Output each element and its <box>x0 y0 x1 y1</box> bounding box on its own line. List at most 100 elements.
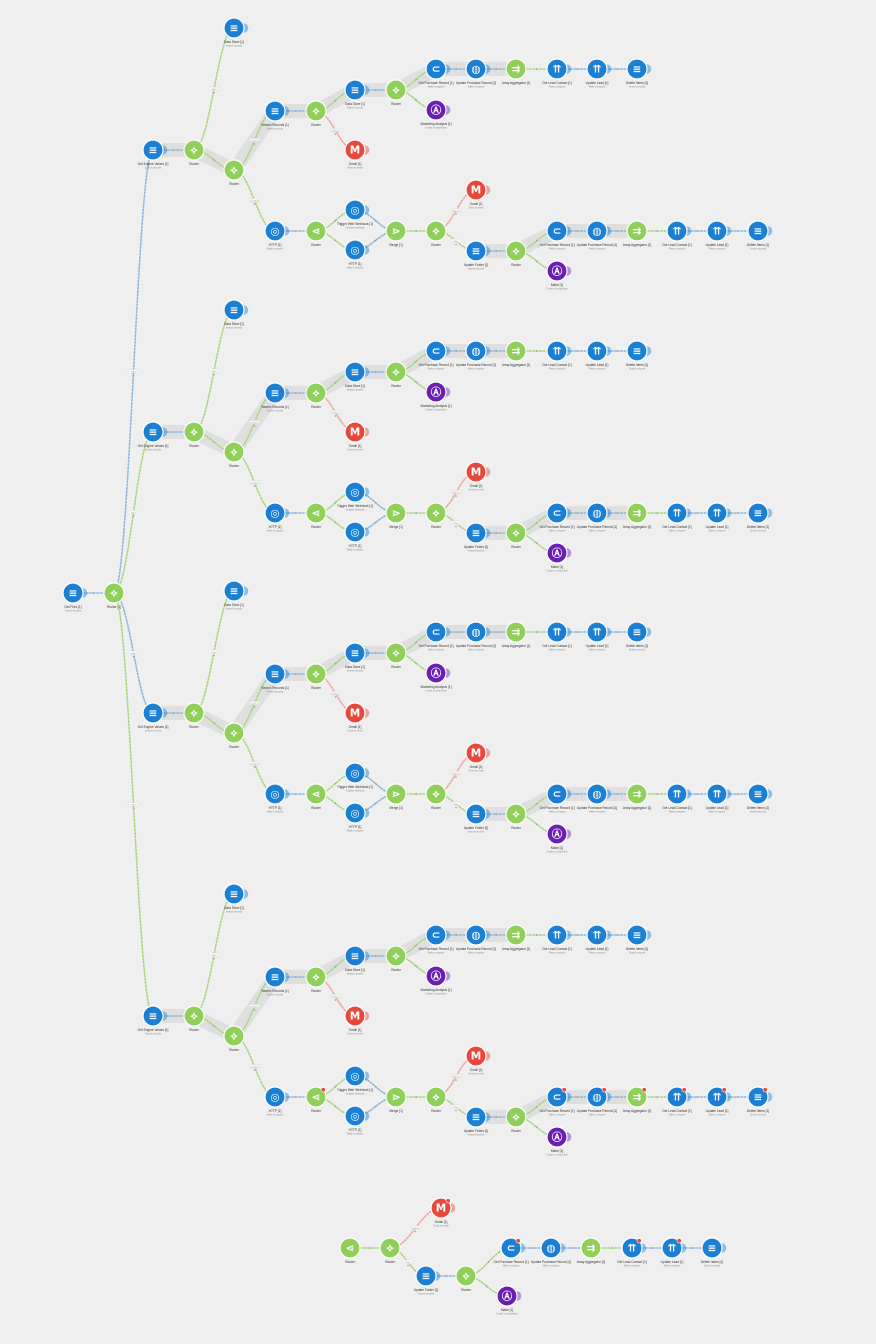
http-module-node[interactable]: ◎HTTP [1]Make a request <box>264 1086 290 1117</box>
agg-module-node[interactable]: ⇉Array Aggregator [1] <box>623 220 652 247</box>
rt-module-node[interactable]: ⟡Router <box>505 240 527 267</box>
link-settings-icon[interactable] <box>213 159 215 161</box>
link-settings-icon[interactable] <box>334 1105 337 1108</box>
ds-module-node[interactable]: ≡Data Store [1]Search records <box>223 17 249 48</box>
http-module-node[interactable]: ◎HTTP [1]Make a request <box>264 783 290 814</box>
link-settings-icon[interactable] <box>132 655 135 658</box>
link-settings-icon[interactable] <box>485 1285 488 1287</box>
link-settings-icon[interactable] <box>616 68 618 70</box>
split-module-node[interactable]: ⋖Router <box>305 220 327 247</box>
link-settings-icon[interactable] <box>213 441 215 443</box>
link-filter-label[interactable]: Condition <box>250 421 260 424</box>
link-settings-icon[interactable] <box>253 485 256 487</box>
link-settings-icon[interactable] <box>294 976 297 978</box>
rt-module-node[interactable]: ⟡Router <box>505 1106 527 1133</box>
link-settings-icon[interactable] <box>213 1025 215 1027</box>
link-settings-icon[interactable] <box>334 802 337 805</box>
link-filter-label[interactable]: Fallback <box>331 412 340 414</box>
dsG-module-node[interactable]: ≡Get Engine Values [1]Search records <box>138 421 169 452</box>
up-module-node[interactable]: ◍Update Purchase Record [1]Make a reques… <box>456 340 496 371</box>
up-module-node[interactable]: ◍Update Purchase Record [1]Make a reques… <box>577 783 617 814</box>
up-module-node[interactable]: ◍Update Purchase Record [1]Make a reques… <box>531 1237 571 1268</box>
link-settings-icon[interactable] <box>334 965 337 968</box>
link-settings-icon[interactable] <box>535 542 538 544</box>
dsS-module-node[interactable]: ≡Search Records [1]Search records <box>261 100 290 131</box>
link-settings-icon[interactable] <box>334 501 337 504</box>
link-filter-label[interactable]: Fallback <box>331 693 340 695</box>
up-module-node[interactable]: ◍Update Purchase Record [1]Make a reques… <box>456 621 496 652</box>
link-settings-icon[interactable] <box>334 219 337 222</box>
ulead-module-node[interactable]: ⇈Update Lead [1]Make a request <box>706 783 732 814</box>
lead-module-node[interactable]: ⇈Get Lead Contact [1]Make a request <box>542 58 572 89</box>
link-settings-icon[interactable] <box>535 68 538 70</box>
rt-module-node[interactable]: ⟡Router <box>385 361 407 388</box>
link-settings-icon[interactable] <box>455 350 457 352</box>
up-module-node[interactable]: ◍Update Purchase Record [1]Make a reques… <box>456 924 496 955</box>
ulead-module-node[interactable]: ⇈Update Lead [1]Make a request <box>586 924 612 955</box>
link-settings-icon[interactable] <box>294 673 297 675</box>
http-module-node[interactable]: ◎HTTP [1]Make a request <box>264 502 290 533</box>
link-settings-icon[interactable] <box>253 203 256 205</box>
link-settings-icon[interactable] <box>415 360 417 363</box>
agg-module-node[interactable]: ⇉Array Aggregator [1] <box>502 924 531 951</box>
link-settings-icon[interactable] <box>334 782 337 785</box>
ulead-module-node[interactable]: ⇈Update Lead [1]Make a request <box>661 1237 687 1268</box>
link-settings-icon[interactable] <box>374 521 377 524</box>
gp-module-node[interactable]: ⊂Get Purchase Record [1]Make a request <box>418 58 454 89</box>
rt-module-node[interactable]: ⟡Router <box>183 139 205 166</box>
http-module-node[interactable]: ◎HTTP [1]Make a request <box>344 1105 370 1136</box>
up-module-node[interactable]: ◍Update Purchase Record [1]Make a reques… <box>577 1086 617 1117</box>
rt-module-node[interactable]: ⟡Router <box>379 1237 401 1264</box>
link-settings-icon[interactable] <box>374 501 377 504</box>
lead-module-node[interactable]: ⇈Get Lead Contact [1]Make a request <box>662 220 692 251</box>
link-filter-label[interactable]: Filter <box>212 88 217 91</box>
link-settings-icon[interactable] <box>616 934 618 936</box>
rt-module-node[interactable]: ⟡Router <box>183 702 205 729</box>
http-module-node[interactable]: ◎HTTP [1]Make a request <box>344 802 370 833</box>
link-settings-icon[interactable] <box>656 793 658 795</box>
link-settings-icon[interactable] <box>334 696 337 698</box>
link-settings-icon[interactable] <box>696 230 698 232</box>
lead-module-node[interactable]: ⇈Get Lead Contact [1]Make a request <box>662 783 692 814</box>
gp-module-node[interactable]: ⊂Get Purchase Record [1]Make a request <box>418 621 454 652</box>
rt-module-node[interactable]: ⟡Router <box>505 522 527 549</box>
gp-module-node[interactable]: ⊂Get Purchase Record [1]Make a request <box>539 783 575 814</box>
ds-module-node[interactable]: ≡Data Store [1]Search records <box>344 642 370 673</box>
ulead-module-node[interactable]: ⇈Update Lead [1]Make a request <box>706 220 732 251</box>
http-module-node[interactable]: ◎HTTP [1]Make a request <box>344 521 370 552</box>
link-settings-icon[interactable] <box>374 89 377 91</box>
lead-module-node[interactable]: ⇈Get Lead Contact [1]Make a request <box>662 502 692 533</box>
link-settings-icon[interactable] <box>576 934 578 936</box>
gp-module-node[interactable]: ⊂Get Purchase Record [1]Make a request <box>418 924 454 955</box>
link-filter-label[interactable]: Fallback <box>331 130 340 132</box>
link-settings-icon[interactable] <box>616 631 618 633</box>
link-filter-label[interactable]: Filter <box>212 370 217 373</box>
link-settings-icon[interactable] <box>576 631 578 633</box>
link-settings-icon[interactable] <box>253 706 256 708</box>
ds-module-node[interactable]: ≡Data Store [1]Search records <box>223 299 249 330</box>
link-settings-icon[interactable] <box>535 934 538 936</box>
agg-module-node[interactable]: ⇉Array Aggregator [1] <box>502 340 531 367</box>
ulead-module-node[interactable]: ⇈Update Lead [1]Make a request <box>706 502 732 533</box>
dsU-module-node[interactable]: ≡Update Folder [1]Search records <box>464 240 491 271</box>
link-settings-icon[interactable] <box>576 1096 578 1098</box>
link-settings-icon[interactable] <box>610 1247 613 1249</box>
link-settings-icon[interactable] <box>253 1069 256 1071</box>
link-settings-icon[interactable] <box>374 1105 377 1108</box>
link-settings-icon[interactable] <box>570 1247 572 1249</box>
merge-module-node[interactable]: ⋗Merge [1] <box>385 783 407 810</box>
link-filter-label[interactable]: Filter <box>212 651 217 654</box>
link-settings-icon[interactable] <box>576 512 578 514</box>
link-settings-icon[interactable] <box>213 654 215 657</box>
link-settings-icon[interactable] <box>415 662 417 664</box>
ulead-module-node[interactable]: ⇈Update Lead [1]Make a request <box>706 1086 732 1117</box>
link-settings-icon[interactable] <box>495 68 497 70</box>
link-settings-icon[interactable] <box>132 807 135 809</box>
link-settings-icon[interactable] <box>455 1079 457 1081</box>
